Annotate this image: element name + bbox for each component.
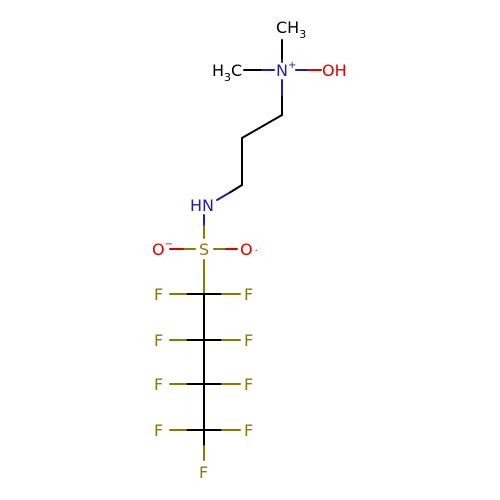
atom-fluorine-bottom: F [199, 463, 208, 482]
atom-o-radical-dot: · [255, 246, 258, 257]
atom-fluorine-4-right: F [244, 421, 253, 440]
atom-fluorine-1-left: F [154, 285, 163, 304]
atom-fluorine-3-right: F [244, 375, 253, 394]
bond-c3-nh-b [216, 192, 230, 201]
atom-fluorine-2-right: F [244, 331, 253, 350]
atom-n-plus-charge: + [288, 60, 296, 71]
atom-n-plus: N+ [276, 60, 296, 80]
atom-labels: CH3 H3C N+ OH HN O− S O· F F F F F F F F… [152, 18, 347, 482]
atom-o-radical: O· [240, 240, 258, 259]
atom-fluorine-3-left: F [154, 375, 163, 394]
atom-sulfur: S [199, 240, 209, 259]
atom-o-minus: O− [152, 239, 173, 259]
atom-methyl-left-subscript: 3 [224, 71, 231, 84]
atom-nh: HN [190, 196, 214, 215]
atom-fluorine-1-right: F [244, 285, 253, 304]
atom-fluorine-4-left: F [154, 421, 163, 440]
atom-methyl-top: CH3 [276, 18, 306, 41]
bond-c1-c2 [241, 114, 283, 139]
bonds [169, 39, 322, 461]
atom-methyl-left: H3C [212, 61, 242, 84]
atom-o-minus-charge: − [165, 239, 173, 250]
atom-fluorine-2-left: F [154, 331, 163, 350]
bond-c3-nh-a [228, 184, 243, 194]
atom-methyl-top-subscript: 3 [299, 28, 306, 41]
atom-hydroxyl: OH [322, 61, 347, 80]
